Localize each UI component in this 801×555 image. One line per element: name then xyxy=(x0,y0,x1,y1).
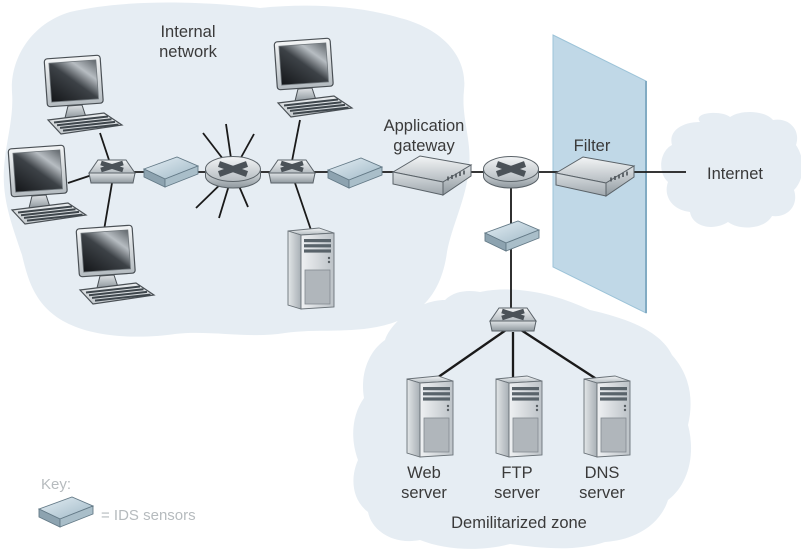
ids-sensor-icon xyxy=(484,220,540,252)
connection-line xyxy=(433,329,507,381)
legend: Key: = IDS sensors xyxy=(38,476,196,528)
ftp-server-label: server xyxy=(494,484,540,502)
connection-line xyxy=(520,329,599,381)
dns-server-icon xyxy=(583,375,631,458)
connection-line xyxy=(99,132,111,164)
legend-title: Key: xyxy=(41,476,71,493)
ftp-server-label: FTP xyxy=(501,464,532,482)
router-icon xyxy=(206,157,261,189)
legend-ids-label: = IDS sensors xyxy=(101,507,196,524)
connection-line xyxy=(67,174,93,184)
web-server-icon xyxy=(406,375,454,458)
web-server-label: Web xyxy=(407,464,441,482)
ids-sensor-legend-icon xyxy=(38,496,94,528)
application-gateway-label: gateway xyxy=(393,137,455,155)
demilitarized-zone-label: Demilitarized zone xyxy=(451,514,587,532)
application-gateway-label: Application xyxy=(384,117,465,135)
switch-icon xyxy=(89,160,135,183)
internet-label: Internet xyxy=(707,165,763,183)
internal-network-label: Internal xyxy=(160,23,215,41)
internet-cloud xyxy=(661,112,801,228)
web-server-label: server xyxy=(401,484,447,502)
dmz-switch-icon xyxy=(490,308,536,331)
router-icon xyxy=(484,157,539,189)
connection-line xyxy=(294,182,313,234)
internal-server-icon xyxy=(287,227,335,310)
switch-icon xyxy=(269,160,315,183)
dns-server-label: server xyxy=(579,484,625,502)
dns-server-label: DNS xyxy=(585,464,620,482)
filter-label: Filter xyxy=(574,137,611,155)
connection-line xyxy=(291,119,301,162)
internal-network-label: network xyxy=(159,43,218,61)
ftp-server-icon xyxy=(495,375,543,458)
